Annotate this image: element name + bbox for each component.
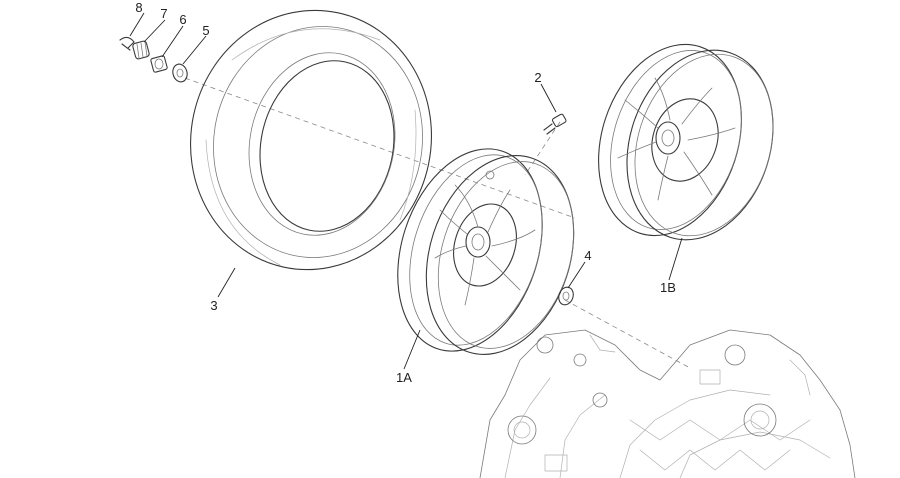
engine-casing <box>479 329 856 478</box>
leader-lines <box>129 12 683 370</box>
label-part-7: 7 <box>160 6 167 21</box>
nut-part-6 <box>150 55 168 73</box>
label-part-6: 6 <box>179 12 186 27</box>
spacer-part-4 <box>558 286 574 306</box>
washer-part-5 <box>172 63 188 83</box>
label-part-2: 2 <box>534 70 541 85</box>
part-labels: 8 7 6 5 2 4 3 1A 1B <box>135 0 676 385</box>
label-part-3: 3 <box>210 298 217 313</box>
tyre-part-3 <box>190 9 432 271</box>
wheel-rim-part-1B <box>598 43 774 241</box>
split-pin-part-8 <box>119 36 135 51</box>
label-part-8: 8 <box>135 0 142 15</box>
label-part-4: 4 <box>584 248 591 263</box>
cap-nut-part-7 <box>132 40 150 60</box>
label-part-1A: 1A <box>396 370 412 385</box>
wheel-rim-part-1A <box>397 148 575 355</box>
assembly-axis-lines <box>184 77 691 369</box>
label-part-1B: 1B <box>660 280 676 295</box>
valve-part-2 <box>543 113 567 135</box>
label-part-5: 5 <box>202 23 209 38</box>
